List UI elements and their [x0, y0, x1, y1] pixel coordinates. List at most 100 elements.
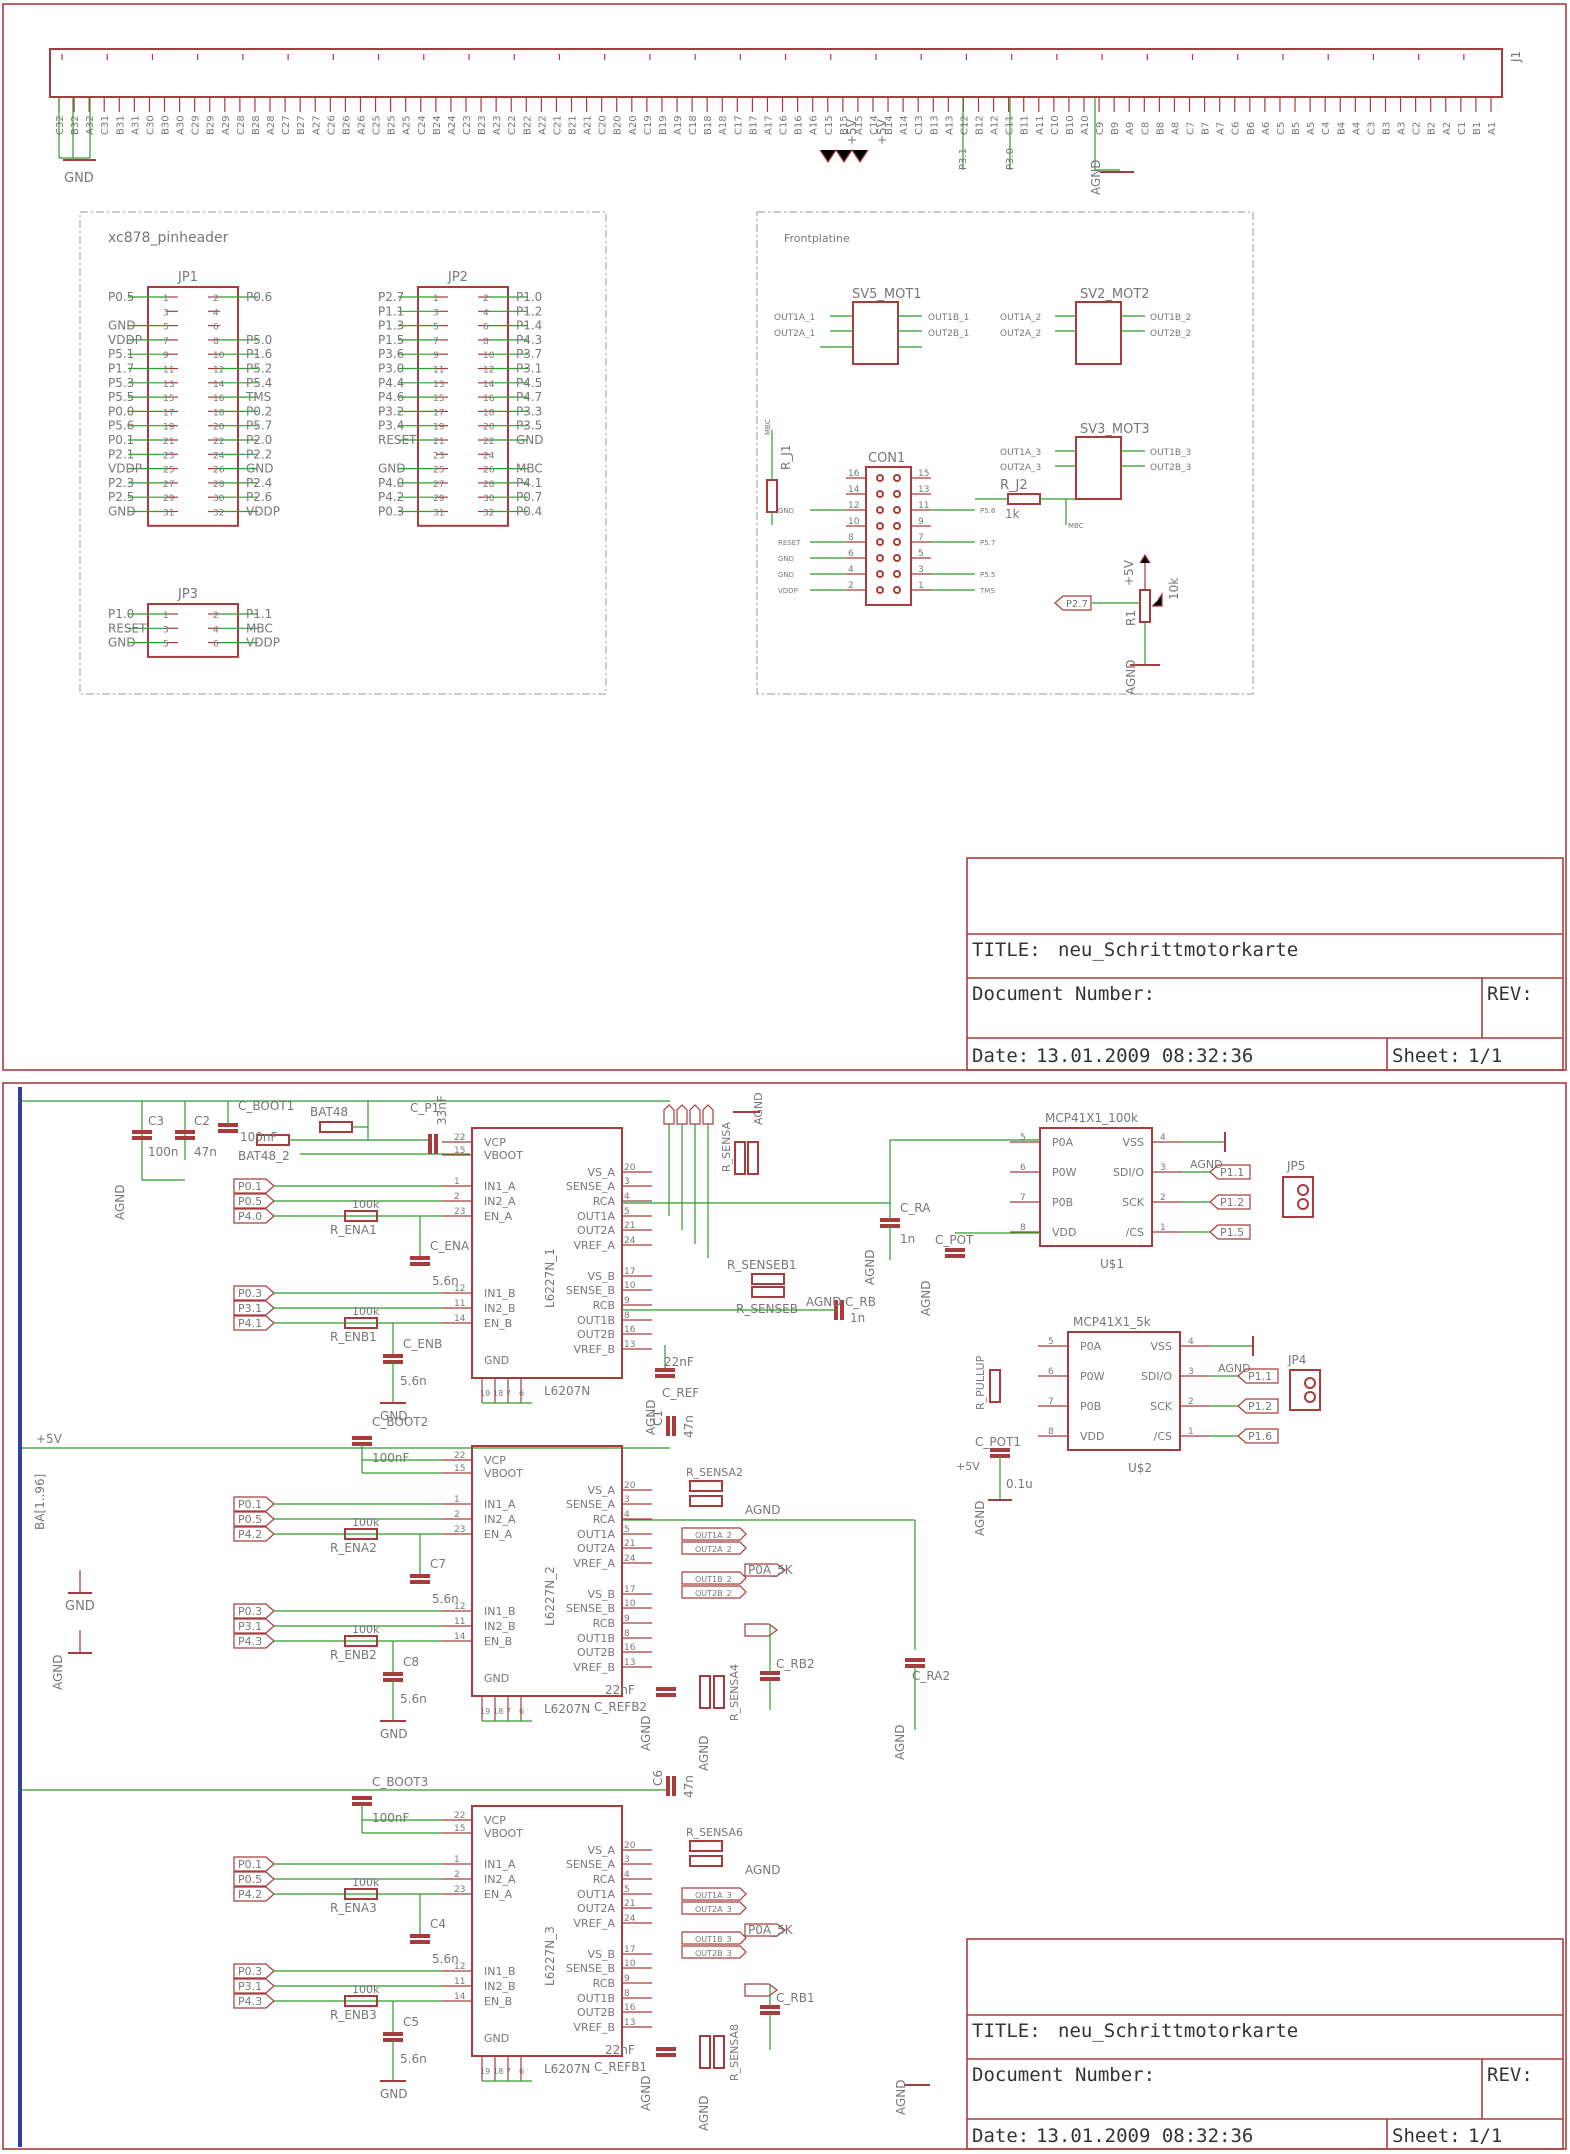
c-rb2-ref: C_RB2 — [776, 1657, 815, 1671]
con1-contact — [876, 570, 884, 578]
header-pin-number: 17 — [433, 408, 444, 418]
header-net-left: VDDP — [108, 462, 142, 476]
driver-pin-name: EN_B — [484, 1317, 512, 1330]
jp1-body — [147, 286, 239, 527]
j1-pin-label: B12 — [974, 115, 985, 135]
j1-pin-label: A18 — [718, 115, 729, 135]
con1-net: P5.5 — [980, 571, 995, 579]
enable-resistor-value: 100k — [352, 1516, 380, 1529]
r-j2-value: 1k — [1005, 507, 1020, 521]
driver-pin-name: SENSE_B — [566, 1602, 615, 1615]
j1-pin-label: B20 — [613, 115, 624, 135]
j1-pin-label: B2 — [1427, 122, 1438, 135]
net-port — [233, 1603, 275, 1619]
con1-contact — [893, 522, 901, 530]
enable-cap-ref: C5 — [403, 2015, 419, 2029]
net-port — [233, 1618, 275, 1634]
header-pin-number: 3 — [163, 625, 169, 635]
driver-pin-number: 15 — [454, 1464, 465, 1474]
mcp-net-port — [1237, 1428, 1279, 1444]
j1-pin-label: B7 — [1201, 122, 1212, 135]
driver-pin-name: VBOOT — [484, 1149, 523, 1162]
header-net-right: P4.3 — [516, 333, 542, 347]
j1-pin-label: B27 — [296, 115, 307, 135]
driver-pin-name: EN_A — [484, 1888, 513, 1901]
jp4-ref: JP4 — [1287, 1353, 1306, 1367]
j1-pin-label: A8 — [1170, 122, 1181, 135]
driver-pin-number: 14 — [454, 1632, 466, 1642]
driver-pin-number: 21 — [624, 1539, 635, 1549]
net-port-label: P0.3 — [238, 1287, 262, 1300]
header-net-left: P2.1 — [108, 447, 134, 461]
header-pin-number: 7 — [433, 337, 439, 347]
enable-cap-value: 5.6n — [432, 1274, 459, 1288]
vs-cap-value: 47n — [682, 1415, 696, 1438]
header-net-left: P4.4 — [378, 376, 404, 390]
con1-contact — [876, 474, 884, 482]
net-port-label: P4.0 — [238, 1210, 262, 1223]
header-pin-number: 32 — [213, 509, 224, 519]
header-pin-number: 16 — [213, 394, 225, 404]
mcp-pin-name: VDD — [1052, 1226, 1076, 1239]
header-net-left: P0.5 — [108, 290, 134, 304]
title-value: neu_Schrittmotorkarte — [1058, 939, 1298, 961]
j1-pin-label: A4 — [1351, 122, 1362, 135]
driver-pin-name: RCA — [593, 1513, 616, 1526]
header-pin-number: 1 — [163, 611, 169, 621]
header-pin-number: 4 — [213, 308, 219, 318]
c-boot1-ref: C_BOOT1 — [238, 1099, 294, 1113]
con1-pin-number: 15 — [918, 469, 929, 479]
j1-pin-label: A19 — [673, 115, 684, 135]
header-pin-number: 21 — [433, 437, 444, 447]
sense-agnd: AGND — [745, 1863, 781, 1877]
sheet-value-bottom: 1/1 — [1468, 2125, 1502, 2147]
j1-pin-label: B5 — [1291, 122, 1302, 135]
enable-resistor — [344, 1528, 378, 1540]
header-pin-number: 19 — [163, 423, 175, 433]
output-port — [681, 1887, 747, 1901]
con1-net: P5.7 — [980, 539, 995, 547]
header-net-right: P0.2 — [246, 404, 272, 418]
driver-pin-number: 13 — [624, 1340, 635, 1350]
header-pin-number: 28 — [213, 480, 225, 490]
output-port — [681, 1585, 747, 1599]
net-port-label: P4.3 — [238, 1635, 262, 1648]
driver-stage-3: L6227N_3L6207NVCP22VBOOT15IN1_A1IN2_A2EN… — [233, 1770, 794, 2131]
header-pin-number: 27 — [163, 480, 174, 490]
r1-value: 10k — [1167, 578, 1181, 600]
net-port-label: P3.1 — [238, 1302, 262, 1315]
con1-net: GND — [778, 507, 794, 515]
enable-resistor-value: 100k — [352, 1198, 380, 1211]
header-pin-number: 21 — [163, 437, 174, 447]
c-ra-value: 1n — [900, 1232, 915, 1246]
con1-net: GND — [778, 555, 794, 563]
j1-pin-label: C20 — [598, 115, 609, 135]
svg-text:OUT1A_1: OUT1A_1 — [774, 313, 815, 323]
output-port — [702, 1104, 714, 1125]
header-net-right: P0.7 — [516, 490, 542, 504]
bus-gnd-label: GND — [65, 1599, 95, 1614]
mcp-pin-number: 3 — [1188, 1367, 1194, 1377]
r-pullup-ref: R_PULLUP — [974, 1355, 987, 1410]
driver-pin-number: 9 — [624, 1296, 630, 1306]
header-net-right: P2.4 — [246, 476, 272, 490]
sv3-mot3-ref: SV3_MOT3 — [1080, 422, 1150, 437]
driver-pin-number: 23 — [454, 1885, 465, 1895]
output-port-label: OUT2B_2 — [695, 1589, 732, 1598]
header-pin-number: 15 — [433, 394, 444, 404]
c-rb1-ref: C_RB1 — [776, 1991, 815, 2005]
mcp-net-label: P1.5 — [1220, 1226, 1244, 1239]
header-net-right: TMS — [245, 390, 271, 404]
net-port — [233, 1886, 275, 1902]
driver-pin-name: VBOOT — [484, 1467, 523, 1480]
driver-ic-ref: L6227N_1 — [543, 1248, 557, 1308]
header-net-left: P5.5 — [108, 390, 134, 404]
driver-stage-2: L6227N_2L6207NVCP22VBOOT15IN1_A1IN2_A2EN… — [233, 1410, 794, 1771]
date-value: 13.01.2009 08:32:36 — [1036, 1045, 1253, 1067]
driver-pin-name: IN2_B — [484, 1302, 516, 1315]
driver-pin-name: IN2_A — [484, 1195, 516, 1208]
driver-ic-suffix: L6207N — [544, 2062, 590, 2076]
driver-pin-number: 10 — [624, 1959, 636, 1969]
